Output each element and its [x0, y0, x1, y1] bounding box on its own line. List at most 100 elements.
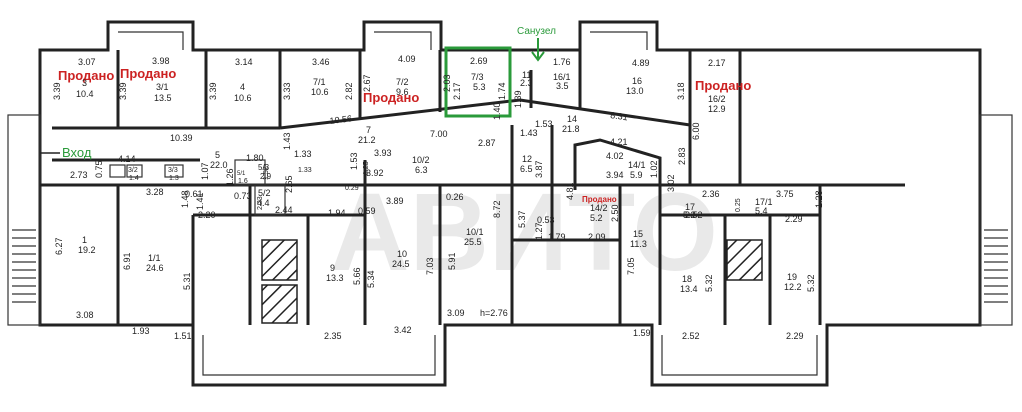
room-number: 16 — [632, 76, 642, 86]
dimension: 3.92 — [366, 168, 384, 178]
room-area: 25.5 — [464, 237, 482, 247]
dimension: 2.69 — [470, 56, 488, 66]
room-area: 1.3 — [169, 175, 179, 182]
room-area: 10.6 — [311, 87, 329, 97]
dimension: 1.02 — [649, 160, 659, 178]
dimension: 1.94 — [328, 208, 346, 218]
dimension: 3.09 — [447, 308, 465, 318]
dimensions: 3.07 3.98 3.14 3.46 4.09 2.69 1.76 4.89 … — [52, 54, 824, 341]
room-number: 5 — [215, 150, 220, 160]
room-area: 21.8 — [562, 124, 580, 134]
dimension: 2.87 — [478, 138, 496, 148]
elevator-shaft — [261, 239, 298, 281]
elevator-shaft — [726, 239, 763, 281]
room-area: 12.2 — [784, 282, 802, 292]
dimension: 7.00 — [430, 129, 448, 139]
room-number: 17/1 — [755, 197, 773, 207]
room-number: 10/2 — [412, 155, 430, 165]
room-area: 9.6 — [396, 87, 409, 97]
room-area: 13.5 — [154, 93, 172, 103]
dimension: 3.39 — [208, 82, 218, 100]
room-area: 22.0 — [210, 160, 228, 170]
dimension: 3.18 — [676, 82, 686, 100]
room-area: 12.9 — [708, 104, 726, 114]
room-area: 10.4 — [76, 89, 94, 99]
room-number: 4 — [240, 82, 245, 92]
dimension: 0.26 — [446, 192, 464, 202]
dimension: 0.75 — [94, 160, 104, 178]
room-number: 7/1 — [313, 77, 326, 87]
dimension: 3.39 — [52, 82, 62, 100]
dimension: 3.33 — [282, 82, 292, 100]
elevator-shaft — [261, 284, 298, 324]
room-number: 3/2 — [128, 167, 138, 174]
room-number: 1/1 — [148, 253, 161, 263]
stairs-left — [7, 114, 41, 326]
dimension: 2.83 — [677, 147, 687, 165]
dimension: 5.32 — [704, 274, 714, 292]
room-number: 14/2 — [590, 203, 608, 213]
dimension: 1.80 — [246, 153, 264, 163]
room-area: 2.9 — [260, 172, 272, 181]
room-area: 11.3 — [630, 239, 647, 249]
dimension: 1.52 — [263, 166, 270, 180]
sold-label: Продано — [695, 78, 751, 93]
dimension: 2.20 — [198, 210, 216, 220]
rooms: 3 10.4 3/1 13.5 4 10.6 7/1 10.6 7/2 9.6 … — [76, 70, 802, 294]
dimension: 1.53 — [349, 152, 359, 170]
dimension: 7.05 — [626, 257, 636, 275]
dimension: 2.35 — [324, 331, 342, 341]
room-number: 5/3 — [258, 163, 270, 172]
dimension: 2.50 — [610, 204, 620, 222]
room-area: 6.3 — [415, 165, 428, 175]
dimension: 1.33 — [298, 167, 312, 174]
room-area: 1.6 — [238, 178, 248, 185]
sold-label: Продано — [363, 90, 419, 105]
dimension: 1.40 — [492, 102, 502, 120]
dimension: 3.39 — [118, 82, 128, 100]
dimension: 6.91 — [122, 252, 132, 270]
room-number: 16/2 — [708, 94, 726, 104]
dimension: 0.59 — [358, 206, 376, 216]
room-area: 5.4 — [755, 206, 768, 216]
room-number: 12 — [522, 154, 532, 164]
room-area: 3.5 — [556, 81, 569, 91]
dimension: 3.75 — [776, 189, 794, 199]
room-area: 13.3 — [326, 273, 344, 283]
dimension: 1.53 — [535, 119, 553, 129]
dimension: 2.52 — [685, 210, 703, 220]
dimension: 2.36 — [702, 189, 720, 199]
dimension: 4.14 — [118, 154, 136, 164]
dimension: 5.34 — [366, 270, 376, 288]
room-area: 4.4 — [257, 198, 270, 208]
sold-label: Продано — [120, 66, 176, 81]
room-area: 10.6 — [234, 93, 252, 103]
dimension: 1.79 — [548, 232, 566, 242]
dimension: 2.73 — [70, 170, 88, 180]
dimension: 1.43 — [520, 128, 538, 138]
dimension: 4.21 — [610, 137, 628, 147]
room-number: 3/3 — [168, 167, 178, 174]
dimension: 10.39 — [170, 133, 193, 143]
dimension: 4.89 — [632, 58, 650, 68]
room-number: 14 — [567, 114, 577, 124]
dimension: 3.94 — [606, 170, 624, 180]
dimension: h=2.76 — [480, 308, 508, 318]
room-number: 18 — [682, 274, 692, 284]
room-area: 5.2 — [590, 213, 603, 223]
dimension: 4.09 — [398, 54, 416, 64]
dimension: 0.73 — [234, 191, 252, 201]
dimension: 3.89 — [386, 196, 404, 206]
dimension: 10.56 — [329, 113, 353, 126]
dimension: 5.37 — [517, 210, 527, 228]
room-number: 9 — [330, 263, 335, 273]
room-area: 5.9 — [630, 170, 643, 180]
sold-label: Продано — [58, 68, 114, 83]
dimension: 0.29 — [345, 185, 359, 192]
dimension: 3.07 — [78, 57, 96, 67]
dimension: 1.51 — [174, 331, 192, 341]
outer-wall — [38, 20, 982, 387]
room-number: 16/1 — [553, 72, 571, 82]
